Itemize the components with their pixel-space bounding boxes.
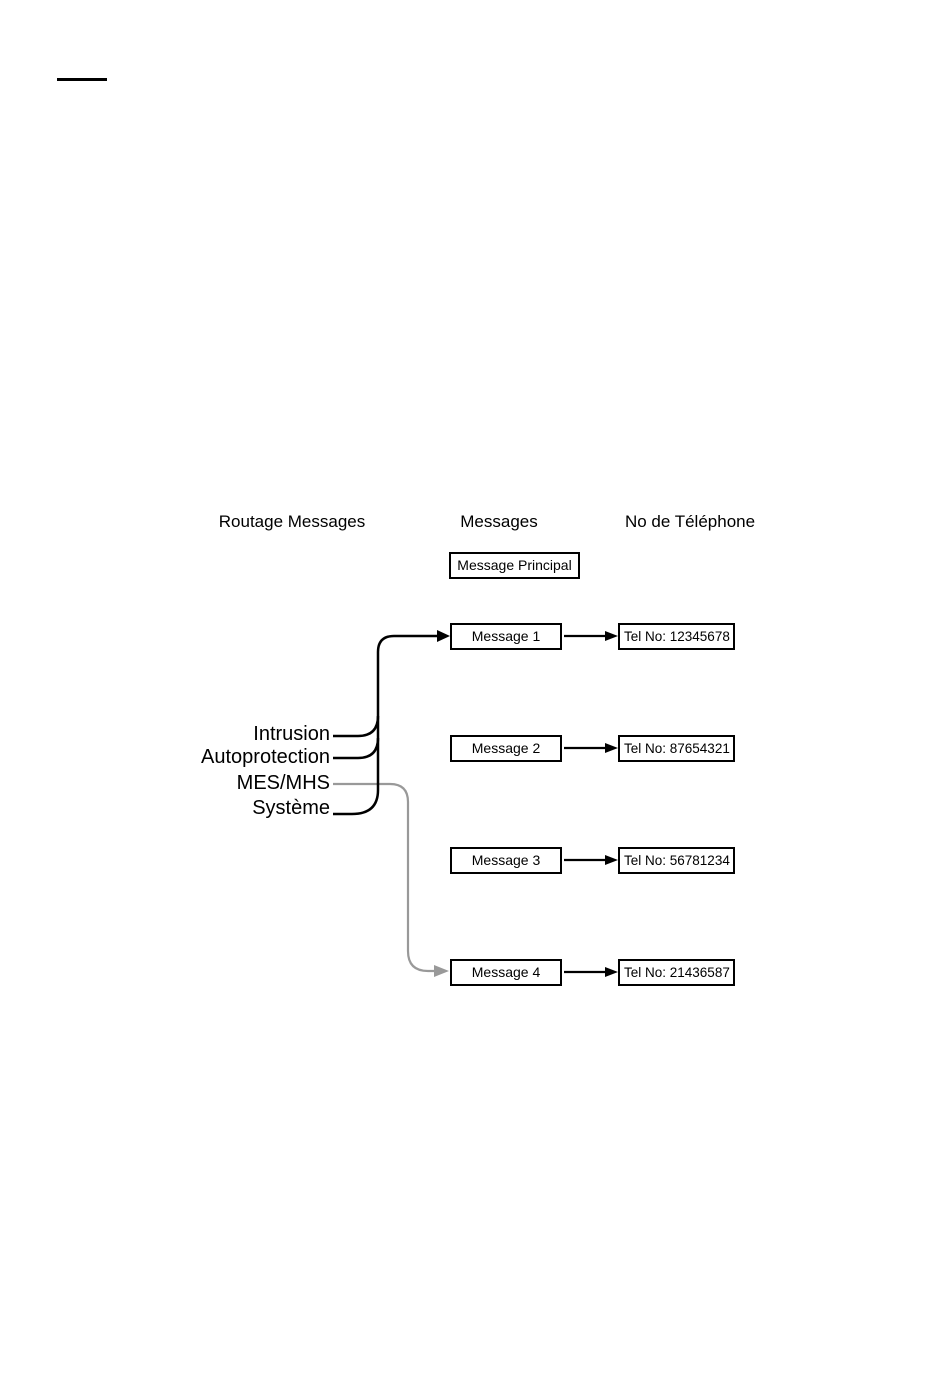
- tel-no-2-box: Tel No: 87654321: [618, 734, 735, 762]
- gray-arrowhead-icon: [434, 965, 449, 977]
- top-left-rule: [57, 78, 107, 81]
- tel-no-4-box: Tel No: 21436587: [618, 958, 735, 986]
- message-principal-box: Message Principal: [449, 552, 580, 579]
- intrusion-branch-line: [333, 715, 380, 738]
- tel-no-1-box: Tel No: 12345678: [618, 622, 735, 650]
- message-3-box: Message 3: [450, 846, 562, 874]
- routing-label-systeme: Système: [252, 797, 330, 819]
- header-no-de-telephone: No de Téléphone: [624, 512, 756, 531]
- message-4-box: Message 4: [450, 958, 562, 986]
- mes-mhs-gray-connector-line: [333, 782, 434, 973]
- message-1-box: Message 1: [450, 622, 562, 650]
- row-3-arrowhead-icon: [605, 855, 618, 865]
- message-1-arrowhead-icon: [437, 630, 450, 642]
- trunk-connector-line: [333, 634, 438, 816]
- header-routage-messages: Routage Messages: [218, 512, 366, 531]
- autoprotection-branch-line: [333, 737, 380, 760]
- header-messages: Messages: [460, 512, 538, 531]
- routing-label-intrusion: Intrusion: [253, 723, 330, 745]
- row-4-arrowhead-icon: [605, 967, 618, 977]
- message-2-box: Message 2: [450, 734, 562, 762]
- tel-no-3-box: Tel No: 56781234: [618, 846, 735, 874]
- routing-label-mes-mhs: MES/MHS: [236, 772, 330, 794]
- row-1-arrowhead-icon: [605, 631, 618, 641]
- row-2-arrowhead-icon: [605, 743, 618, 753]
- routing-label-autoprotection: Autoprotection: [201, 746, 330, 768]
